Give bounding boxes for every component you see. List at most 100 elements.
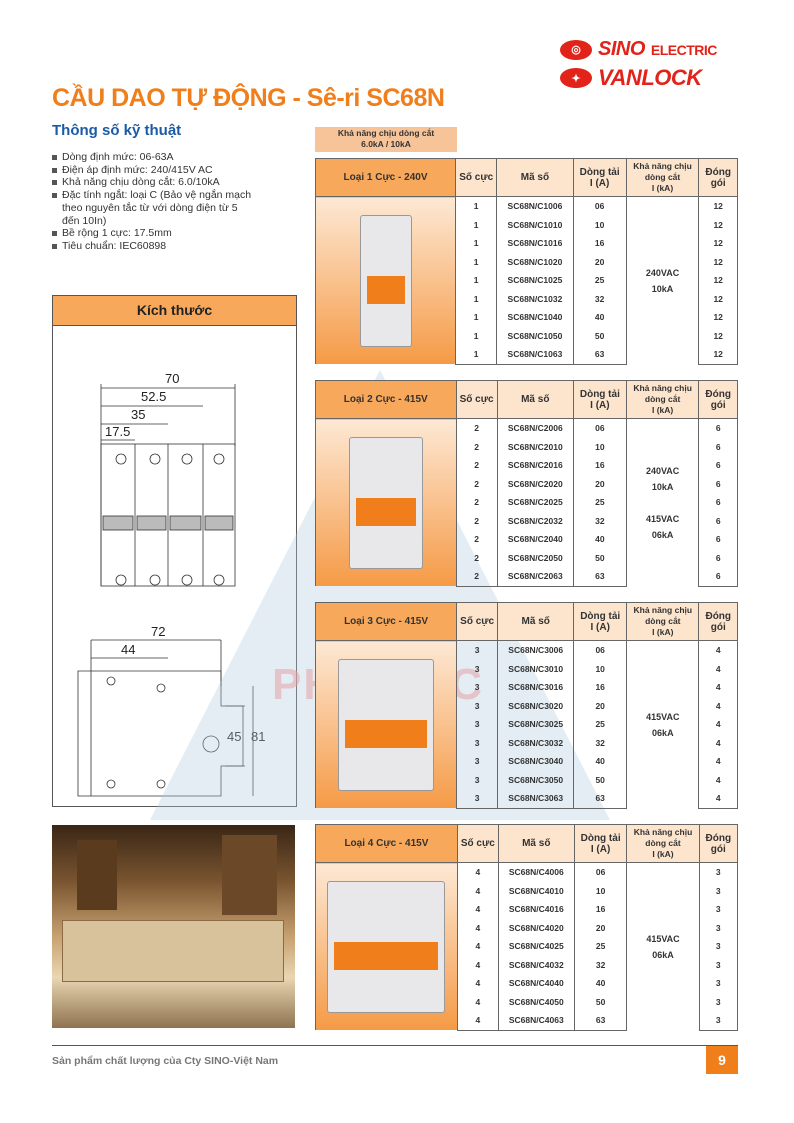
capacity-value: 06kA bbox=[652, 949, 674, 960]
code-cell: SC68N/C4050 bbox=[497, 992, 575, 1011]
kitchen-cabinet bbox=[77, 840, 117, 910]
current-cell: 32 bbox=[572, 511, 627, 530]
current-cell: 32 bbox=[573, 733, 628, 752]
pack-cell: 12 bbox=[698, 326, 738, 345]
code-cell: SC68N/C3020 bbox=[497, 696, 575, 715]
pack-cell: 6 bbox=[698, 493, 738, 512]
code-cell: SC68N/C1016 bbox=[496, 234, 574, 253]
poles-cell: 3 bbox=[456, 640, 499, 660]
breaker-handle-icon bbox=[355, 497, 416, 526]
poles-cell: 4 bbox=[456, 881, 499, 900]
capacity-note-line1: Khả năng chịu dòng cắt bbox=[337, 128, 435, 138]
current-cell: 63 bbox=[572, 345, 627, 365]
brand-logo: ◎ SINO ELECTRIC ✦ VANLOCK bbox=[560, 38, 740, 91]
poles-cell: 1 bbox=[455, 345, 498, 365]
pack-cell: 6 bbox=[698, 418, 738, 438]
code-cell: SC68N/C2010 bbox=[496, 437, 574, 456]
poles-cell: 2 bbox=[455, 456, 498, 475]
poles-cell: 2 bbox=[455, 418, 498, 438]
current-cell: 50 bbox=[573, 770, 628, 789]
col-poles: Số cực bbox=[456, 824, 499, 863]
poles-cell: 2 bbox=[455, 437, 498, 456]
code-cell: SC68N/C1010 bbox=[496, 215, 574, 234]
breaker-image bbox=[314, 196, 457, 364]
poles-cell: 4 bbox=[456, 1011, 499, 1031]
specs-list: Dòng định mức: 06-63A Điện áp định mức: … bbox=[52, 151, 257, 253]
code-cell: SC68N/C4063 bbox=[497, 1011, 575, 1031]
pack-cell: 6 bbox=[698, 548, 738, 567]
poles-cell: 1 bbox=[455, 289, 498, 308]
pack-cell: 4 bbox=[698, 715, 738, 734]
spec-item: Đặc tính ngắt: loại C (Bảo vệ ngắn mạch … bbox=[52, 189, 257, 227]
code-cell: SC68N/C4006 bbox=[497, 862, 575, 882]
code-cell: SC68N/C2050 bbox=[496, 548, 574, 567]
pack-cell: 3 bbox=[698, 937, 739, 956]
spec-item: Điện áp định mức: 240/415V AC bbox=[52, 164, 257, 177]
code-cell: SC68N/C1032 bbox=[496, 289, 574, 308]
current-cell: 10 bbox=[572, 215, 627, 234]
capacity-value: 415VAC bbox=[646, 933, 680, 944]
dim-label: 35 bbox=[131, 407, 145, 422]
table-type: Loại 3 Cực - 415V bbox=[314, 602, 458, 641]
current-cell: 40 bbox=[573, 752, 628, 771]
poles-cell: 3 bbox=[456, 696, 499, 715]
page-title: CẦU DAO TỰ ĐỘNG - Sê-ri SC68N bbox=[52, 84, 445, 112]
dim-label: 52.5 bbox=[141, 389, 166, 404]
code-cell: SC68N/C1050 bbox=[496, 326, 574, 345]
col-pack: Đóng gói bbox=[698, 158, 738, 197]
table-type: Loại 2 Cực - 415V bbox=[315, 380, 457, 419]
pack-cell: 6 bbox=[698, 511, 738, 530]
poles-cell: 2 bbox=[455, 511, 498, 530]
col-pack: Đóng gói bbox=[698, 602, 738, 641]
col-pack: Đóng gói bbox=[698, 380, 738, 419]
footer-text: Sản phẩm chất lượng của Cty SINO-Việt Na… bbox=[52, 1055, 279, 1067]
code-cell: SC68N/C4040 bbox=[497, 974, 575, 993]
current-cell: 63 bbox=[573, 1011, 628, 1031]
poles-cell: 4 bbox=[456, 862, 499, 882]
current-cell: 20 bbox=[573, 696, 628, 715]
current-cell: 32 bbox=[572, 289, 627, 308]
current-cell: 32 bbox=[573, 955, 628, 974]
pack-cell: 12 bbox=[698, 345, 738, 365]
pack-cell: 12 bbox=[698, 271, 738, 290]
capacity-value: 10kA bbox=[651, 481, 674, 492]
electric-brand: ELECTRIC bbox=[650, 41, 718, 58]
pack-cell: 12 bbox=[698, 308, 738, 327]
page-number: 9 bbox=[706, 1046, 738, 1074]
code-cell: SC68N/C2020 bbox=[496, 474, 574, 493]
dim-label: 44 bbox=[121, 642, 135, 657]
capacity-value: 240VAC bbox=[645, 267, 680, 278]
code-cell: SC68N/C1006 bbox=[496, 196, 574, 216]
poles-cell: 4 bbox=[456, 955, 499, 974]
spec-item: Bề rộng 1 cực: 17.5mm bbox=[52, 227, 257, 240]
pack-cell: 12 bbox=[698, 289, 738, 308]
poles-cell: 3 bbox=[456, 715, 499, 734]
poles-cell: 2 bbox=[455, 493, 498, 512]
poles-cell: 4 bbox=[456, 900, 499, 919]
poles-cell: 1 bbox=[455, 252, 498, 271]
dim-label: 81 bbox=[251, 729, 265, 744]
poles-cell: 1 bbox=[455, 234, 498, 253]
pack-cell: 3 bbox=[698, 974, 739, 993]
capacity-value: 415VAC bbox=[646, 711, 680, 722]
kitchen-photo bbox=[52, 825, 295, 1028]
code-cell: SC68N/C1040 bbox=[496, 308, 574, 327]
footer-divider bbox=[52, 1045, 738, 1046]
code-cell: SC68N/C1063 bbox=[496, 345, 574, 365]
pack-cell: 6 bbox=[698, 474, 738, 493]
